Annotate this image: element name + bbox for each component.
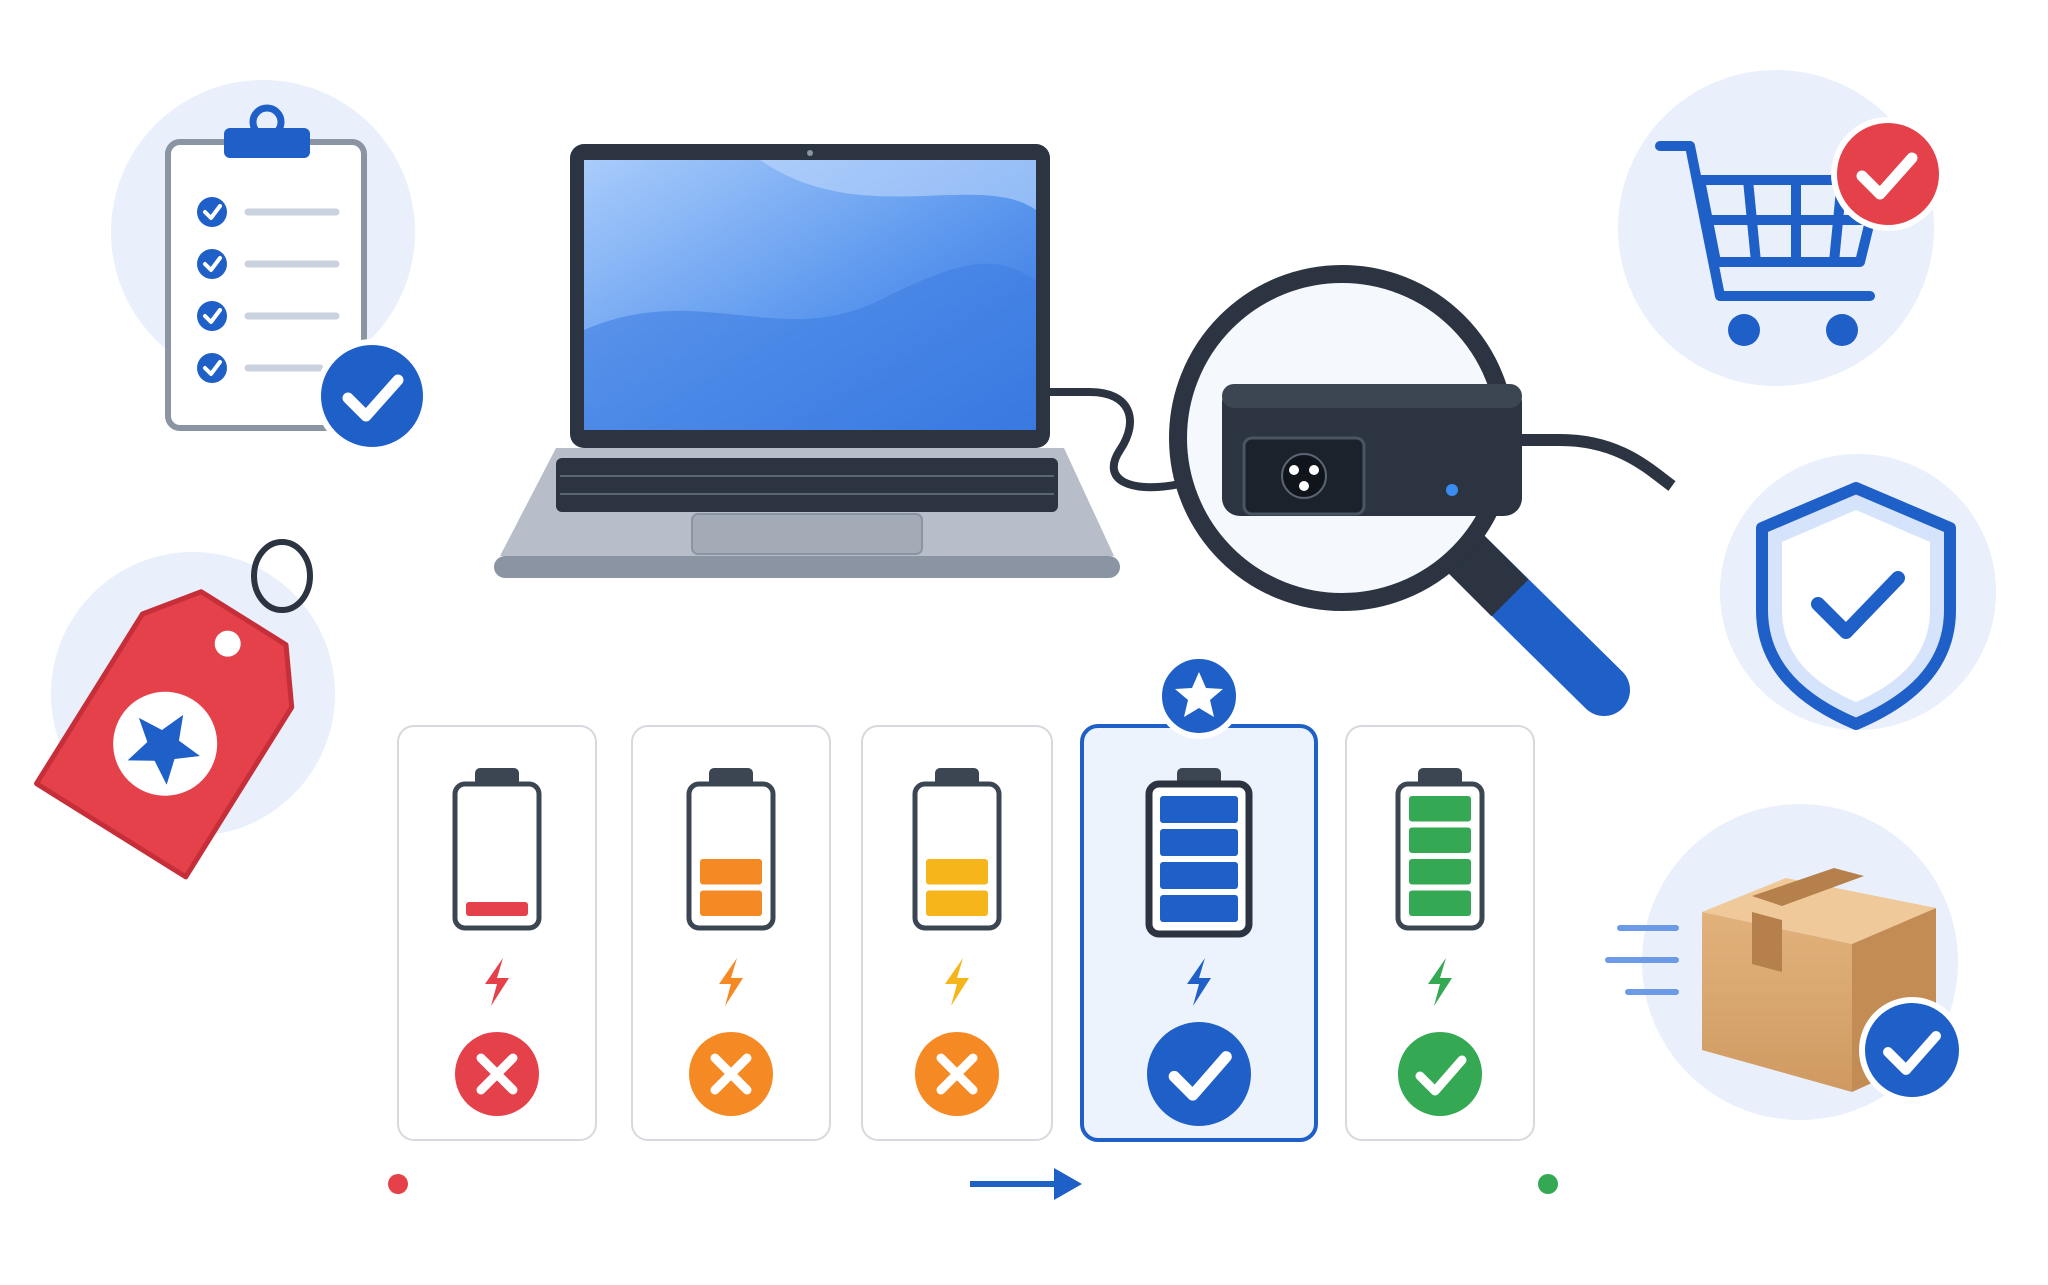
battery-option-card[interactable] <box>631 725 831 1141</box>
shipping-box-group <box>1605 804 1965 1120</box>
battery-level-bar <box>1160 829 1238 856</box>
check-circle-icon <box>1147 1022 1251 1126</box>
star-icon <box>1175 672 1223 717</box>
lightning-bolt-icon <box>945 958 969 1006</box>
battery-level-bar <box>700 890 762 916</box>
check-badge-icon <box>1859 997 1965 1103</box>
battery-level-bar <box>1409 859 1471 885</box>
progress-start-dot <box>388 1174 408 1194</box>
cross-circle-icon <box>689 1032 773 1116</box>
lightning-bolt-icon <box>1428 958 1452 1006</box>
battery-option-card[interactable] <box>1080 653 1318 1142</box>
laptop-icon <box>494 144 1120 578</box>
check-badge-icon <box>315 339 429 453</box>
shopping-cart-icon <box>1655 141 1885 301</box>
battery-level-bar <box>1409 796 1471 822</box>
magnifying-glass-icon <box>1169 265 1630 716</box>
shield-group <box>1720 454 1996 730</box>
tag-string-loop <box>251 539 313 613</box>
check-icon <box>1811 571 1905 639</box>
checklist-group <box>111 80 429 453</box>
battery-icon <box>1395 768 1485 931</box>
price-tag-group <box>33 539 335 880</box>
battery-level-bar <box>700 859 762 885</box>
price-tag-icon <box>33 589 295 880</box>
battery-icon <box>912 768 1002 931</box>
recommended-star-badge <box>1156 653 1242 739</box>
shopping-cart-group <box>1618 70 1945 386</box>
battery-level-bar <box>1160 895 1238 922</box>
battery-option-card[interactable] <box>861 725 1053 1141</box>
battery-level-bar <box>1160 796 1238 823</box>
check-badge-icon <box>1831 117 1945 231</box>
battery-options <box>397 653 1535 1142</box>
cross-circle-icon <box>915 1032 999 1116</box>
progress-end-dot <box>1538 1174 1558 1194</box>
shield-check-icon <box>1756 482 1956 730</box>
battery-icon <box>1145 768 1253 938</box>
battery-level-bar <box>1409 890 1471 916</box>
battery-icon <box>686 768 776 931</box>
battery-level-bar <box>466 901 528 916</box>
star-icon <box>127 714 200 785</box>
battery-icon <box>452 768 542 931</box>
battery-level-bar <box>926 890 988 916</box>
battery-level-bar <box>926 859 988 885</box>
battery-option-card[interactable] <box>1345 725 1535 1141</box>
lightning-bolt-icon <box>485 958 509 1006</box>
check-circle-icon <box>1398 1032 1482 1116</box>
lightning-bolt-icon <box>719 958 743 1006</box>
battery-option-card[interactable] <box>397 725 597 1141</box>
checklist-icon <box>165 104 367 431</box>
lightning-bolt-icon <box>1187 958 1211 1006</box>
progress-line <box>388 1168 1558 1200</box>
battery-level-bar <box>1160 862 1238 889</box>
cross-circle-icon <box>455 1032 539 1116</box>
charger-cable <box>1050 388 1181 492</box>
arrow-right-icon <box>1054 1168 1082 1200</box>
battery-level-bar <box>1409 827 1471 853</box>
power-adapter-icon <box>1222 384 1676 516</box>
speed-lines <box>1605 925 1679 995</box>
